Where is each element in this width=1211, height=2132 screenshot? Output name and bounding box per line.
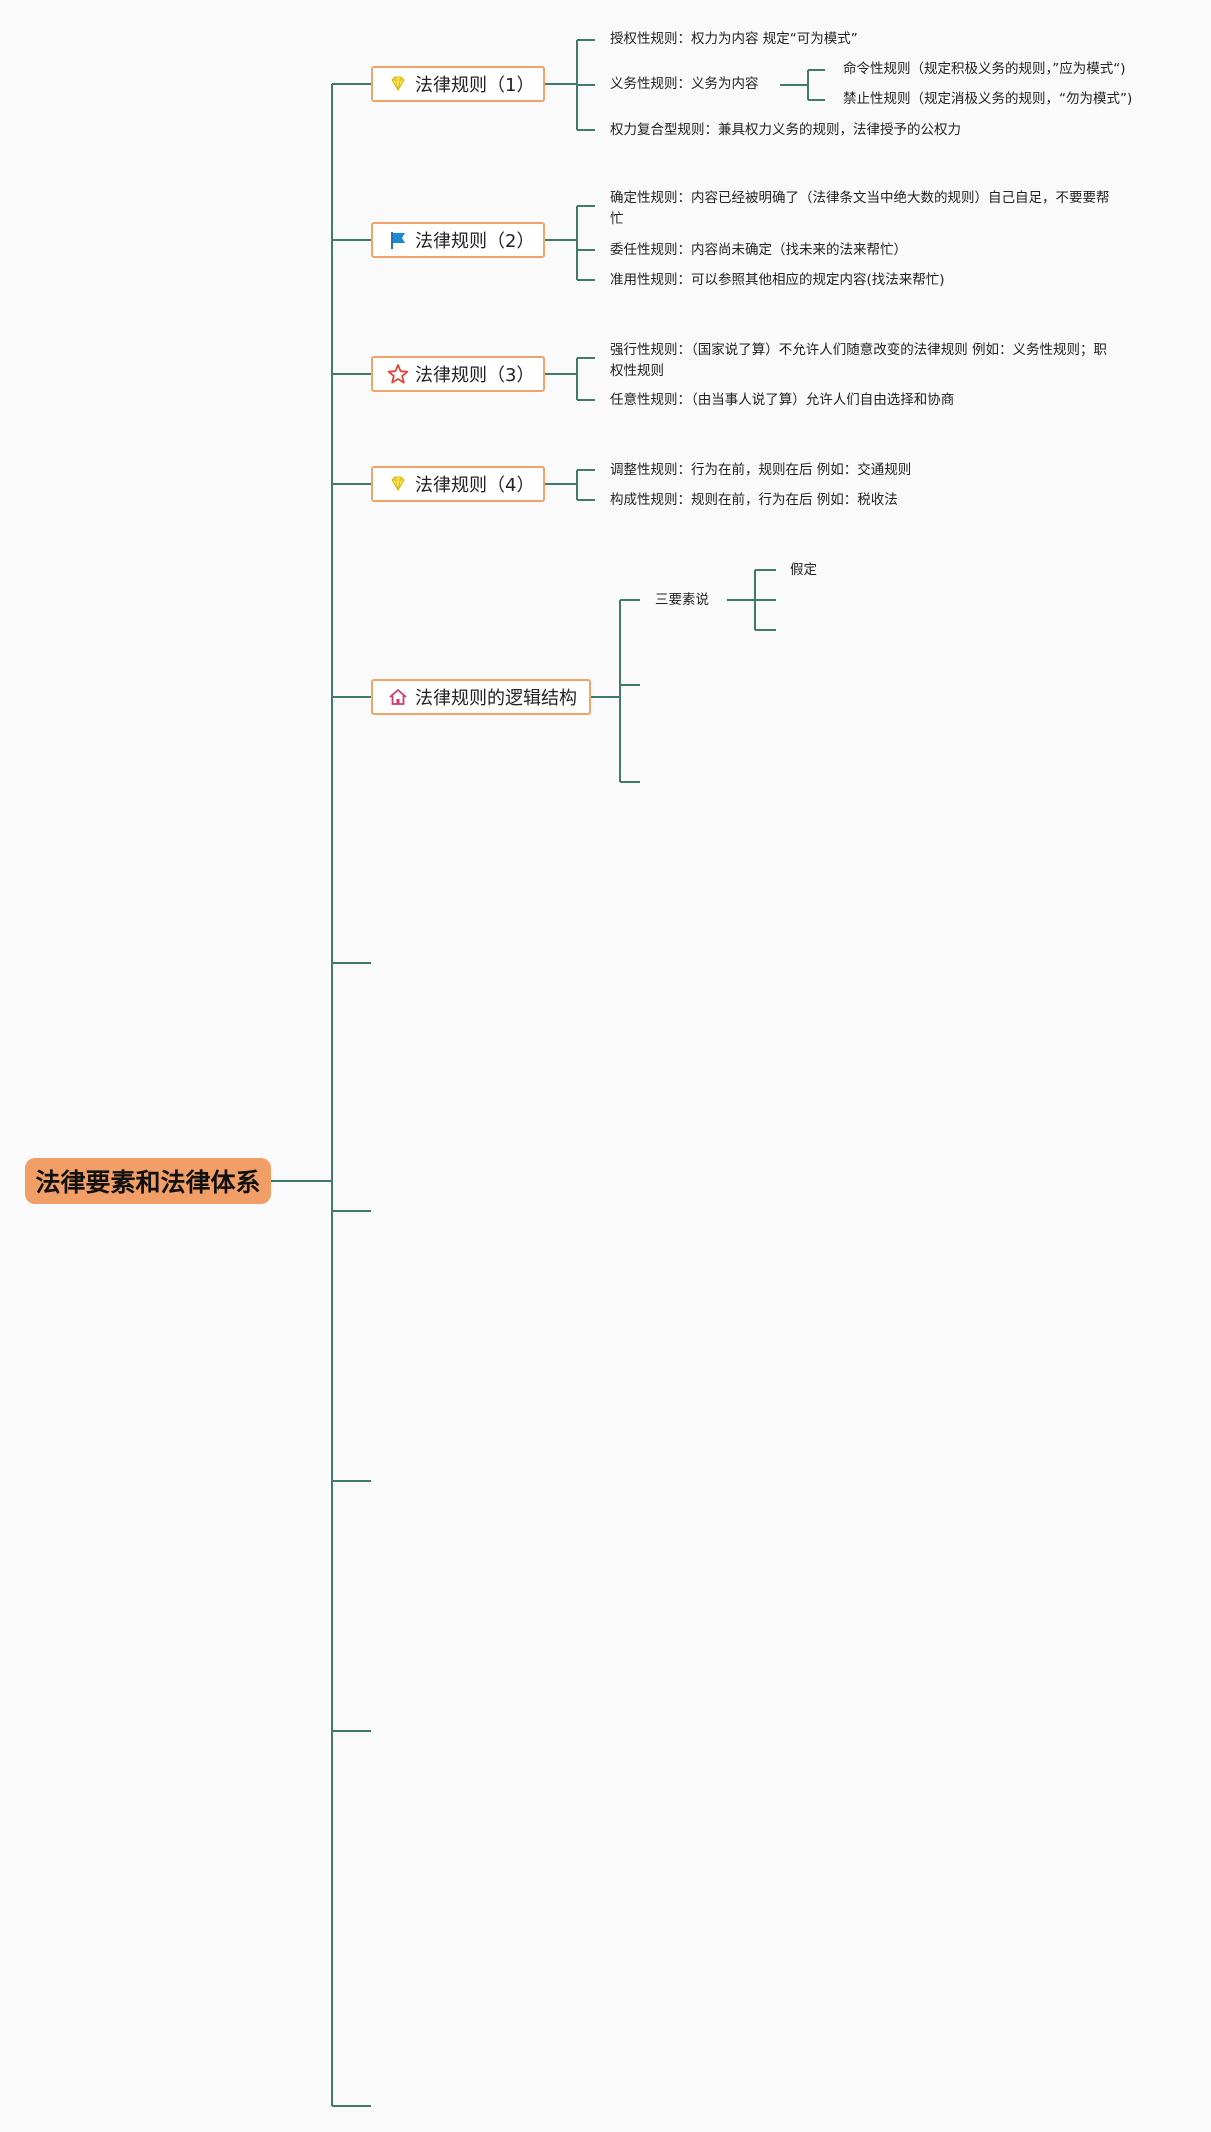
branch-topic-label: 法律规则的逻辑结构 [415,688,577,709]
leaf-topic[interactable]: 禁止性规则（规定消极义务的规则，“勿为模式”) [843,91,1133,107]
leaf-topic[interactable]: 假定 [790,562,817,578]
branch-topic-legal-rules-2[interactable]: 法律规则（2） [371,222,545,258]
leaf-topic[interactable]: 义务性规则：义务为内容 [610,76,759,92]
leaf-topic[interactable]: 调整性规则：行为在前，规则在后 例如：交通规则 [610,462,912,478]
leaf-topic[interactable]: 强行性规则：（国家说了算）不允许人们随意改变的法律规则 例如：义务性规则；职权性… [610,342,1108,379]
branch-topic-legal-rules-3[interactable]: 法律规则（3） [371,356,545,392]
branch-topic-label: 法律规则（2） [415,231,535,252]
leaf-topic[interactable]: 命令性规则（规定积极义务的规则，”应为模式“) [843,61,1126,77]
gem-icon [387,473,409,495]
branch-topic-legal-rules-1[interactable]: 法律规则（1） [371,66,545,102]
leaf-topic[interactable]: 任意性规则：（由当事人说了算）允许人们自由选择和协商 [610,392,955,408]
flag-icon [387,229,409,251]
leaf-topic[interactable]: 确定性规则：内容已经被明确了（法律条文当中绝大数的规则）自己自足，不要要帮忙 [610,190,1110,227]
branch-topic-label: 法律规则（1） [415,75,535,96]
leaf-topic[interactable]: 构成性规则：规则在前，行为在后 例如：税收法 [610,492,898,508]
leaf-topic[interactable]: 委任性规则：内容尚未确定（找未来的法来帮忙） [610,242,907,258]
branch-topic-label: 法律规则（3） [415,365,535,386]
leaf-topic[interactable]: 授权性规则：权力为内容 规定“可为模式” [610,31,858,47]
branch-topic-label: 法律规则（4） [415,475,535,496]
leaf-topic[interactable]: 权力复合型规则：兼具权力义务的规则，法律授予的公权力 [610,122,961,138]
leaf-topic[interactable]: 准用性规则：可以参照其他相应的规定内容(找法来帮忙) [610,272,945,288]
root-topic[interactable]: 法律要素和法律体系 [25,1158,271,1204]
branch-topic-legal-rules-4[interactable]: 法律规则（4） [371,466,545,502]
gem-icon [387,73,409,95]
branch-topic-logic-structure[interactable]: 法律规则的逻辑结构 [371,679,591,715]
star-icon [387,363,409,385]
home-icon [387,686,409,708]
leaf-topic-three-elements[interactable]: 三要素说 [655,592,709,608]
